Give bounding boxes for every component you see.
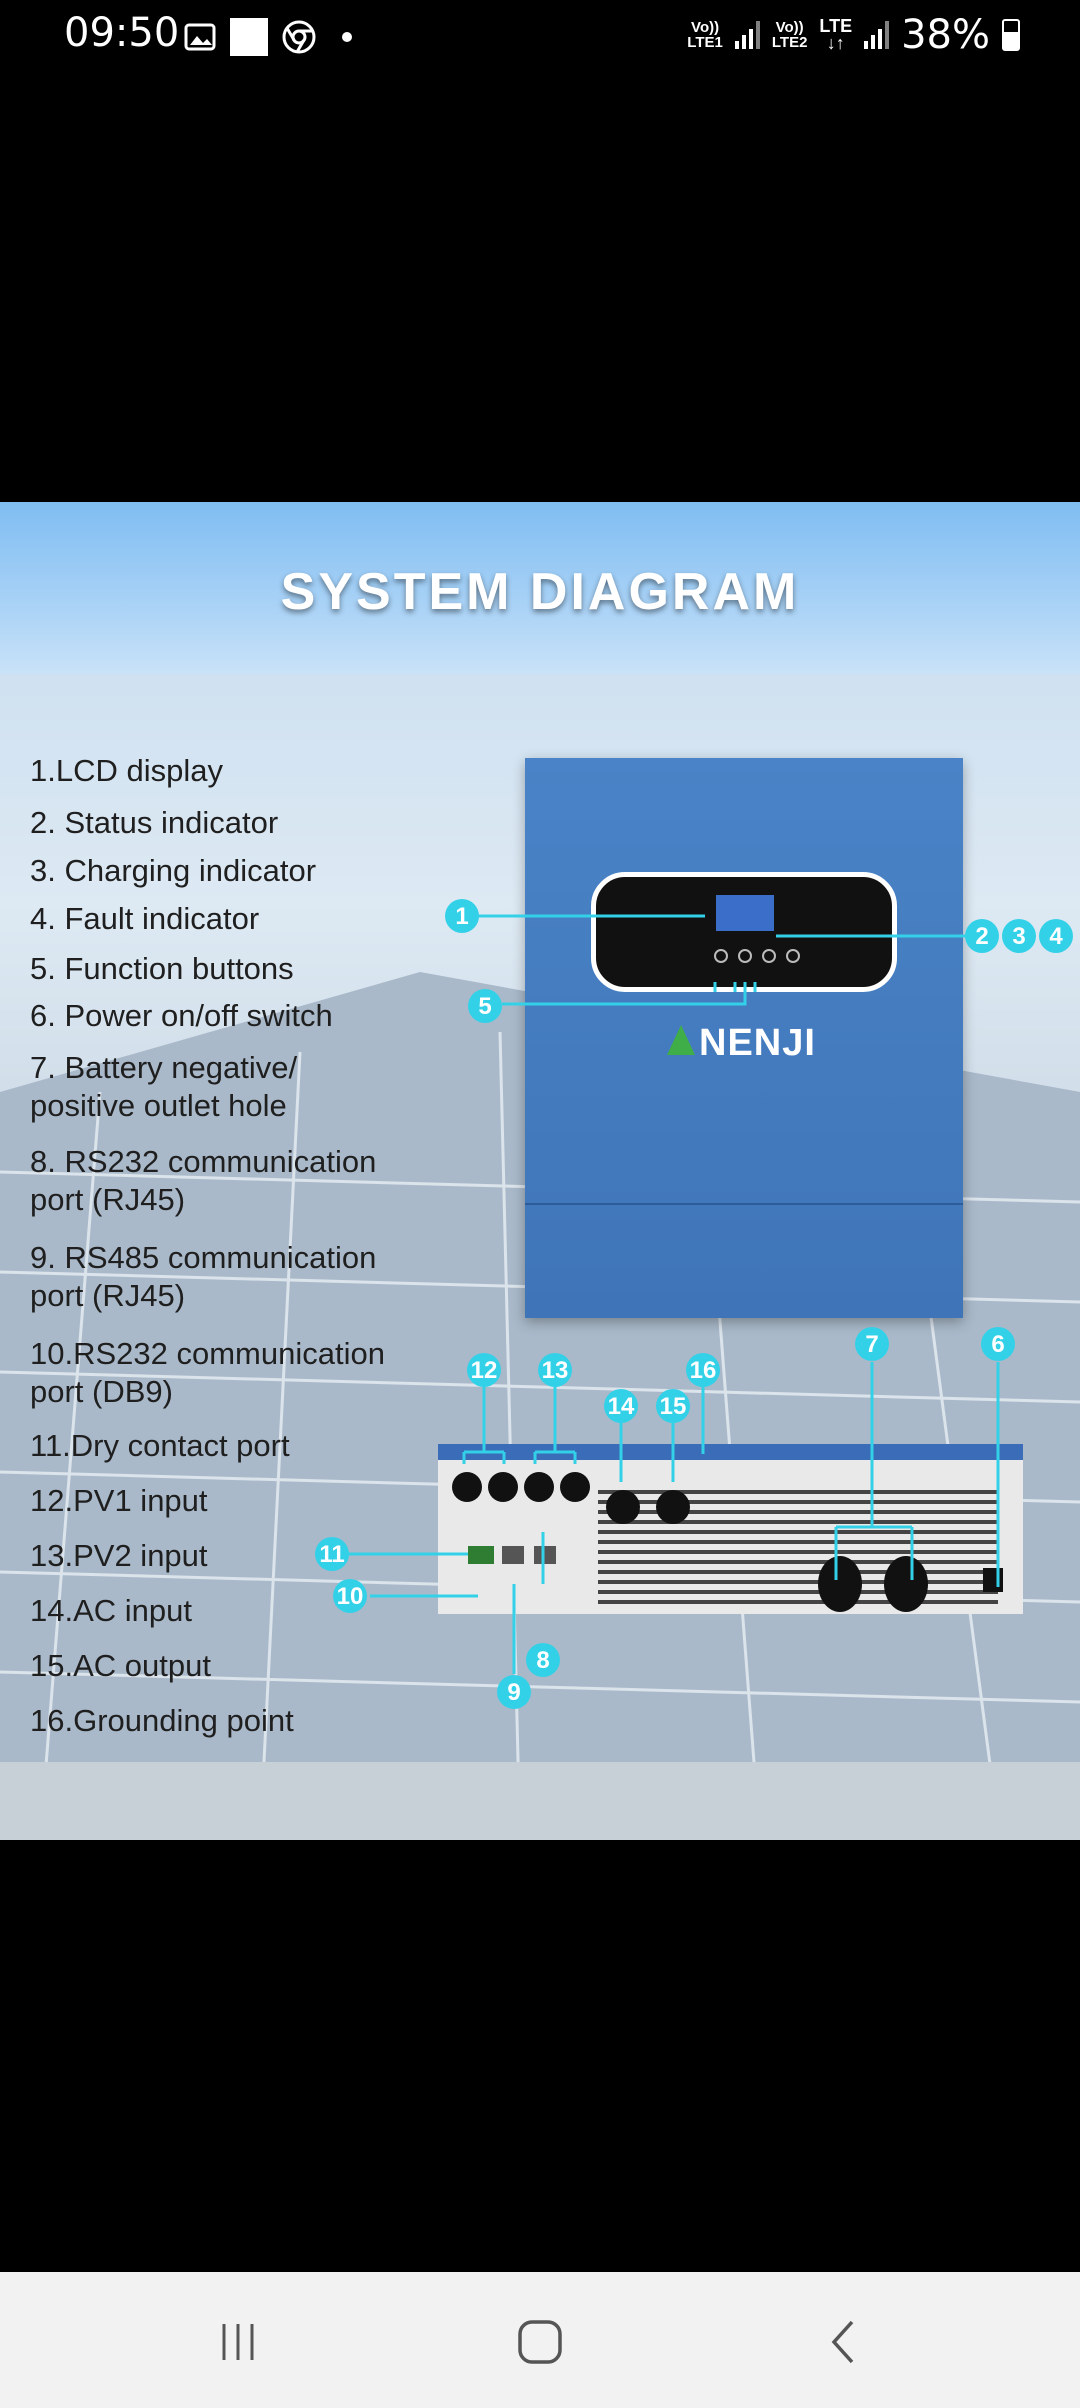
back-button[interactable] [814, 2312, 874, 2372]
lcd-display [716, 895, 774, 931]
brand-logo: NENJI [667, 1022, 816, 1065]
legend-item: 11.Dry contact port [30, 1428, 290, 1463]
legend-item: 9. RS485 communication port (RJ45) [30, 1240, 377, 1313]
home-icon [518, 2320, 562, 2364]
rs232-port [534, 1546, 556, 1564]
legend-item: 7. Battery negative/ positive outlet hol… [30, 1050, 298, 1123]
legend-item: 14.AC input [30, 1593, 192, 1628]
callout-badges: 1 2 3 4 5 6 7 8 9 10 11 12 13 14 15 16 [315, 899, 1073, 1709]
callout-overlay: 1 2 3 4 5 6 7 8 9 10 11 12 13 14 15 16 [315, 899, 1073, 1709]
lte-label: LTE ↓↑ [819, 16, 853, 53]
navigation-bar [0, 2272, 1080, 2408]
callout-14: 14 [608, 1393, 635, 1420]
callout-11: 11 [319, 1541, 344, 1568]
clock: 09:50 [64, 10, 180, 56]
sim2-label: Vo)) LTE2 [771, 19, 808, 51]
callout-6: 6 [991, 1331, 1004, 1358]
diagram-title: SYSTEM DIAGRAM [280, 563, 800, 621]
pv2-jack [524, 1472, 554, 1502]
panel-seam [525, 1203, 963, 1205]
ac-input-jack [606, 1490, 640, 1524]
legend-item: 13.PV2 input [30, 1538, 208, 1573]
callout-7: 7 [865, 1331, 878, 1358]
rs485-port [502, 1546, 524, 1564]
battery-outlet [884, 1556, 928, 1612]
callout-16: 16 [690, 1357, 717, 1384]
legend-item: 8. RS232 communication port (RJ45) [30, 1144, 377, 1217]
callout-10: 10 [337, 1583, 364, 1610]
chrome-icon [282, 20, 316, 54]
status-bar: 09:50 Vo)) LTE1 Vo)) LTE2 LTE ↓↑ 38% [0, 0, 1080, 70]
legend-item: 10.RS232 communication port (DB9) [30, 1336, 385, 1409]
legend-item: 3. Charging indicator [30, 853, 317, 888]
battery-percent: 38% [901, 12, 990, 58]
gallery-icon [184, 23, 216, 51]
callout-13: 13 [542, 1357, 569, 1384]
callout-12: 12 [471, 1357, 498, 1384]
callout-lines [345, 914, 1000, 1674]
recent-apps-button[interactable] [208, 2312, 268, 2372]
pv1-jack [452, 1472, 482, 1502]
inverter-front: NENJI [525, 758, 963, 1318]
sim1-label: Vo)) LTE1 [687, 19, 723, 51]
legend-item: 2. Status indicator [30, 805, 279, 840]
recent-apps-icon [222, 2324, 254, 2360]
callout-15: 15 [660, 1393, 687, 1420]
callout-2: 2 [975, 923, 988, 950]
pv1-jack [488, 1472, 518, 1502]
callout-1: 1 [455, 903, 468, 930]
legend-item: 15.AC output [30, 1648, 211, 1683]
white-square-icon [230, 18, 268, 56]
back-icon [831, 2320, 854, 2364]
pv2-jack [560, 1472, 590, 1502]
ac-output-jack [656, 1490, 690, 1524]
dry-contact-terminal [468, 1546, 494, 1564]
callout-4: 4 [1049, 923, 1063, 950]
callout-9: 9 [507, 1679, 520, 1706]
system-diagram-image: SYSTEM DIAGRAM 1.LCD display 2. Status i… [0, 502, 1080, 1840]
battery-outlet [818, 1556, 862, 1612]
legend-item: 16.Grounding point [30, 1703, 294, 1738]
inverter-bottom [438, 1444, 1023, 1614]
signal-icon [864, 21, 890, 49]
callout-8: 8 [536, 1647, 549, 1674]
legend-item: 5. Function buttons [30, 951, 294, 986]
title-banner: SYSTEM DIAGRAM [0, 502, 1080, 674]
legend-item: 1.LCD display [30, 753, 223, 788]
function-buttons [714, 949, 800, 963]
home-button[interactable] [510, 2312, 570, 2372]
callout-3: 3 [1012, 923, 1025, 950]
dot-icon [342, 32, 352, 42]
legend-item: 6. Power on/off switch [30, 998, 333, 1033]
battery-icon [1002, 19, 1020, 51]
legend-item: 12.PV1 input [30, 1483, 208, 1518]
legend-item: 4. Fault indicator [30, 901, 260, 936]
notification-icons [184, 18, 352, 56]
callout-5: 5 [478, 993, 491, 1020]
signal-icon [734, 21, 760, 49]
